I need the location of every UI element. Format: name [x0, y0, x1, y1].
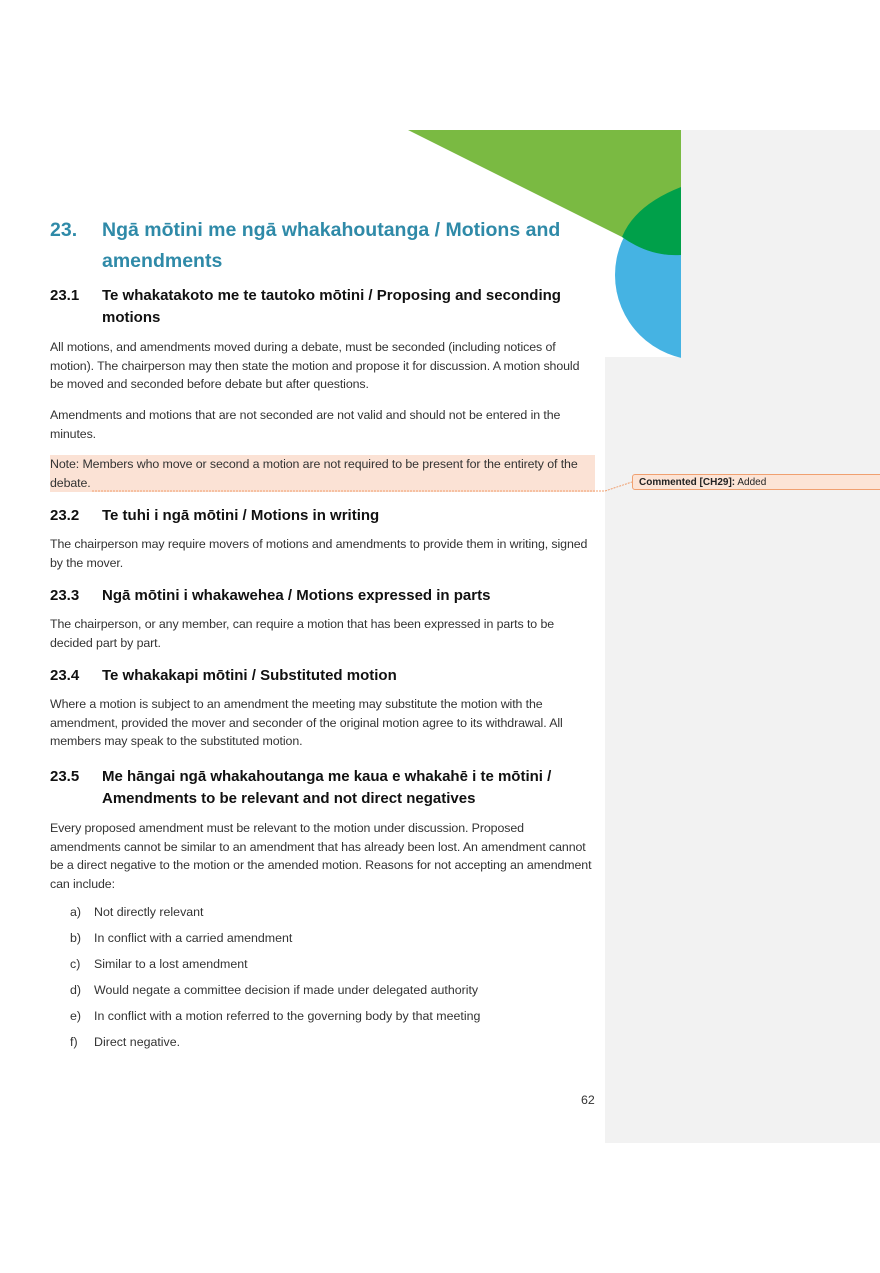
comment-label: Commented [CH29]: [639, 477, 736, 488]
paragraph: Every proposed amendment must be relevan… [50, 821, 592, 891]
list-marker: d) [70, 983, 82, 997]
heading-line1: Ngā mōtini me ngā whakahoutanga / Motion… [102, 219, 561, 241]
list-text: In conflict with a motion referred to th… [94, 1009, 481, 1023]
decorative-graphic [408, 130, 681, 358]
paragraph: The chairperson, or any member, can requ… [50, 617, 555, 650]
section-number: 23.3 [50, 587, 80, 604]
list-marker: f) [70, 1035, 78, 1049]
list-marker: a) [70, 905, 82, 919]
list-marker: e) [70, 1009, 82, 1023]
list-text: Similar to a lost amendment [94, 957, 248, 971]
heading-line2: amendments [102, 250, 223, 272]
paragraph: Amendments and motions that are not seco… [50, 408, 561, 441]
comment-balloon[interactable]: Commented [CH29]: Added [632, 474, 880, 490]
comment-connector [92, 481, 633, 492]
note-paragraph-commented[interactable]: Note: Members who move or second a motio… [50, 455, 595, 492]
section-number: 23.5 [50, 768, 80, 785]
page-number: 62 [581, 1093, 595, 1107]
section-title: Te whakatakoto me te tautoko mōtini / Pr… [102, 287, 561, 304]
list-text: Not directly relevant [94, 905, 204, 919]
section-title: Te tuhi i ngā mōtini / Motions in writin… [102, 507, 380, 524]
list-text: In conflict with a carried amendment [94, 931, 293, 945]
heading-number: 23. [50, 219, 78, 241]
paragraph: Where a motion is subject to an amendmen… [50, 697, 563, 748]
paragraph: All motions, and amendments moved during… [50, 340, 580, 391]
section-title-cont: motions [102, 309, 161, 326]
list-marker: c) [70, 957, 81, 971]
green-triangle [408, 130, 681, 255]
section-title-cont: Amendments to be relevant and not direct… [102, 790, 476, 807]
section-title: Ngā mōtini i whakawehea / Motions expres… [102, 587, 491, 604]
section-number: 23.1 [50, 287, 80, 304]
paragraph: The chairperson may require movers of mo… [50, 537, 588, 570]
list-text: Direct negative. [94, 1035, 181, 1049]
section-number: 23.4 [50, 667, 80, 684]
section-number: 23.2 [50, 507, 80, 524]
section-title: Te whakakapi mōtini / Substituted motion [102, 667, 397, 684]
dark-green-shape [622, 187, 681, 256]
list-text: Would negate a committee decision if mad… [94, 983, 479, 997]
list-marker: b) [70, 931, 82, 945]
comment-text: Added [735, 477, 767, 488]
comment-pane [681, 130, 880, 1143]
section-title: Me hāngai ngā whakahoutanga me kaua e wh… [102, 768, 552, 785]
